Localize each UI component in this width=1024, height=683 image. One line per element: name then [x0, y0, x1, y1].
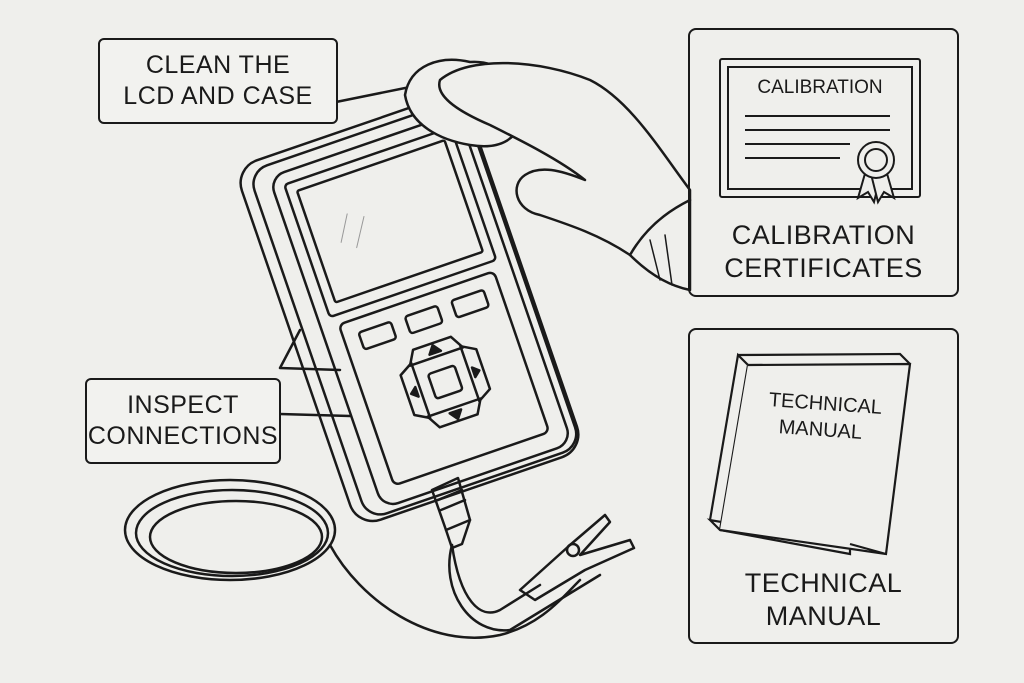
gloved-hand-with-cloth	[403, 58, 692, 292]
keypad-area	[339, 271, 549, 485]
manual-book-illustration: TECHNICAL MANUAL	[706, 352, 912, 556]
technical-manual-panel: TECHNICAL MANUAL TECHNICAL MANUAL	[688, 328, 959, 644]
calibration-caption-line-2: CERTIFICATES	[724, 253, 923, 283]
soft-key-2	[404, 305, 444, 335]
calibration-caption-line-1: CALIBRATION	[731, 220, 916, 250]
inspect-leader-line	[278, 412, 352, 418]
test-lead-cable	[123, 478, 602, 639]
right-key	[459, 344, 492, 403]
center-key	[427, 364, 464, 400]
calibration-panel: CALIBRATION CALIBRATION CERTIFICATES	[688, 28, 959, 297]
clean-label-line-1: CLEAN THE	[145, 51, 291, 79]
soft-key-1	[358, 321, 397, 351]
certificate-title: CALIBRATION	[757, 77, 882, 98]
seal-ribbon-icon	[856, 141, 896, 205]
manual-caption-line-2: MANUAL	[765, 601, 882, 631]
inspect-label-line-1: INSPECT	[127, 391, 239, 419]
clean-label-line-2: LCD AND CASE	[123, 82, 313, 110]
manual-caption-line-1: TECHNICAL	[744, 568, 903, 598]
soft-key-3	[450, 289, 490, 319]
inspect-label-line-2: CONNECTIONS	[87, 422, 279, 450]
clean-lcd-label: CLEAN THE LCD AND CASE	[98, 38, 338, 124]
lcd-screen	[296, 139, 484, 304]
left-key	[399, 361, 432, 420]
handheld-meter	[239, 95, 580, 523]
certificate-illustration: CALIBRATION	[719, 58, 921, 205]
probe-clip	[518, 513, 636, 602]
inspect-connections-label: INSPECT CONNECTIONS	[85, 378, 281, 464]
